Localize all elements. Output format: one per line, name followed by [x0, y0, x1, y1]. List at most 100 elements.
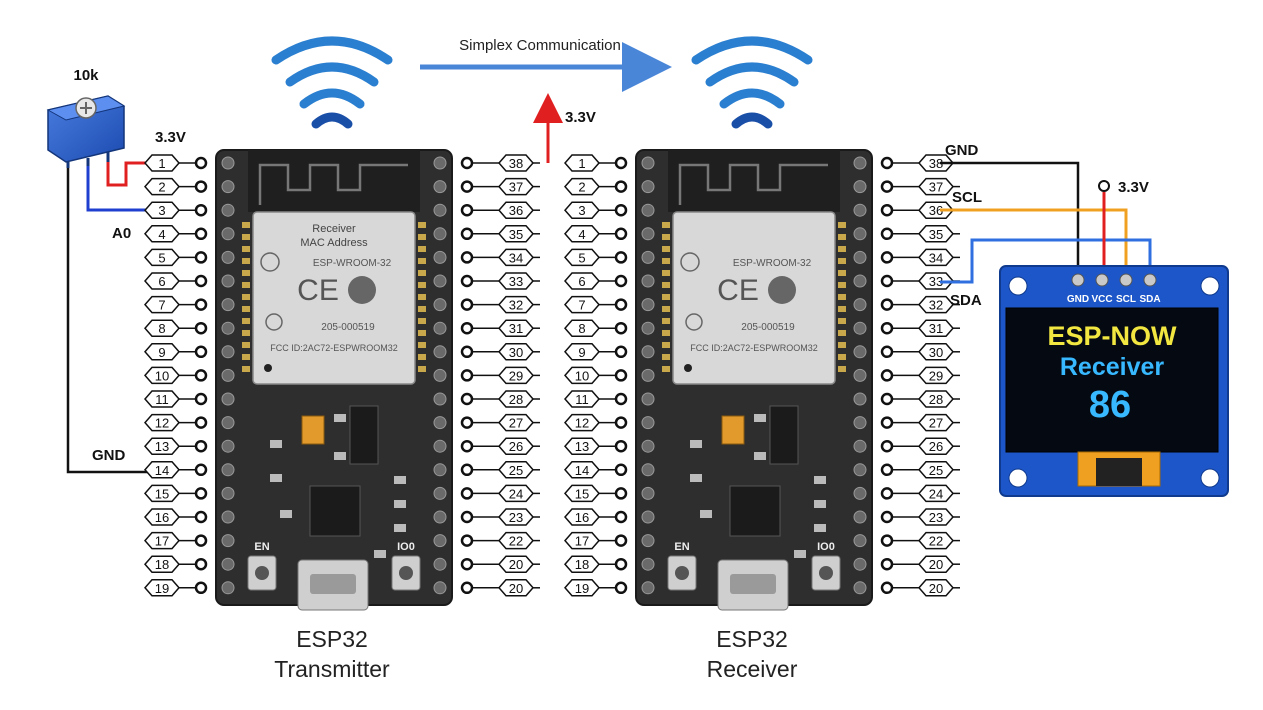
rx-btn-io0-label: IO0	[817, 541, 835, 553]
rx-left-pin-label: 2	[578, 180, 585, 195]
tx-title-line1: ESP32	[296, 626, 368, 652]
tx-wifi-logo-icon	[260, 252, 280, 272]
rx-right-pin-label: 38	[929, 156, 943, 171]
simplex-arrow: Simplex Communication	[420, 37, 672, 92]
oled-vcc-label: 3.3V	[1118, 179, 1149, 196]
pot-wires	[66, 161, 148, 474]
oled-line-2: Receiver	[1060, 353, 1165, 381]
oled-line-3: 86	[1089, 384, 1131, 426]
tx-left-pin-label: 2	[158, 180, 165, 195]
tx-right-pin-label: 28	[509, 392, 523, 407]
rx-left-pin-label: 13	[575, 439, 589, 454]
rx-vcc-label: 3.3V	[565, 109, 596, 126]
tx-module-shield	[252, 211, 416, 385]
tx-usb-chip	[309, 485, 361, 537]
rx-right-pin-label: 27	[929, 416, 943, 431]
rx-right-pin-label: 37	[929, 180, 943, 195]
oled-display: GND VCC SCL SDA ESP-NOW Receiver 86	[999, 265, 1229, 497]
rx-left-pin-label: 6	[578, 274, 585, 289]
tx-left-pin-label: 14	[155, 463, 169, 478]
oled-pin-vcc: VCC	[1091, 294, 1112, 305]
tx-left-pin-label: 10	[155, 368, 169, 383]
oled-pin-sda: SDA	[1139, 294, 1160, 305]
rx-usb-chip	[729, 485, 781, 537]
rx-antenna	[668, 150, 840, 212]
wifi-icon-receiver	[691, 36, 813, 129]
rx-right-pin-label: 29	[929, 368, 943, 383]
wifi-icon-transmitter	[271, 36, 393, 129]
tx-left-pin-label: 1	[158, 156, 165, 171]
tx-right-pin-label: 37	[509, 180, 523, 195]
tx-a0-label: A0	[112, 225, 131, 242]
rx-left-pin-label: 5	[578, 250, 585, 265]
tx-module-line-2: MAC Address	[300, 237, 368, 249]
tx-right-pin-label: 27	[509, 416, 523, 431]
rx-left-pin-label: 19	[575, 581, 589, 596]
rx-espressif-logo-icon	[768, 276, 796, 304]
oled-pin-gnd: GND	[1067, 294, 1089, 305]
rx-right-pin-label: 36	[929, 203, 943, 218]
rx-left-pin-label: 3	[578, 203, 585, 218]
oled-gnd-label: GND	[945, 142, 979, 159]
tx-left-pin-label: 15	[155, 486, 169, 501]
tx-vcc-label: 3.3V	[155, 129, 186, 146]
tx-left-pin-label: 16	[155, 510, 169, 525]
tx-right-pin-label: 22	[509, 534, 523, 549]
tx-module-model: ESP-WROOM-32	[313, 258, 392, 269]
tx-right-pin-label: 36	[509, 203, 523, 218]
tx-left-pin-label: 7	[158, 298, 165, 313]
tx-left-pin-label: 11	[155, 392, 169, 407]
rx-right-pin-label: 20	[929, 581, 943, 596]
tx-left-pin-label: 8	[158, 321, 165, 336]
rx-module-id: 205-000519	[741, 322, 795, 333]
rx-regulator	[769, 405, 799, 465]
tx-right-pin-label: 20	[509, 581, 523, 596]
tx-ce-mark-icon: CE	[297, 274, 339, 307]
comm-label: Simplex Communication	[459, 37, 621, 54]
tx-capacitor	[301, 415, 325, 445]
rx-left-pin-label: 18	[575, 557, 589, 572]
rx-right-pin-label: 22	[929, 534, 943, 549]
tx-right-pin-label: 23	[509, 510, 523, 525]
tx-right-pin-label: 35	[509, 227, 523, 242]
rx-title-line1: ESP32	[716, 626, 788, 652]
rx-left-pin-label: 12	[575, 416, 589, 431]
rx-right-pin-label: 34	[929, 250, 943, 265]
rx-left-pin-label: 14	[575, 463, 589, 478]
rx-right-pin-label: 30	[929, 345, 943, 360]
rx-right-pin-label: 28	[929, 392, 943, 407]
rx-right-pin-label: 35	[929, 227, 943, 242]
tx-right-pin-label: 31	[509, 321, 523, 336]
tx-title-line2: Transmitter	[274, 656, 390, 682]
tx-left-pin-label: 4	[158, 227, 165, 242]
rx-right-pin-label: 31	[929, 321, 943, 336]
rx-left-pin-label: 15	[575, 486, 589, 501]
rx-right-pin-label: 32	[929, 298, 943, 313]
oled-wires	[940, 161, 1152, 284]
rx-left-pin-label: 4	[578, 227, 585, 242]
rx-module-fcc: FCC ID:2AC72-ESPWROOM32	[690, 343, 818, 353]
tx-right-pin-label: 26	[509, 439, 523, 454]
rx-right-pin-label: 33	[929, 274, 943, 289]
tx-left-pin-label: 9	[158, 345, 165, 360]
tx-left-pin-label: 5	[158, 250, 165, 265]
pot-value-label: 10k	[73, 67, 99, 84]
tx-regulator	[349, 405, 379, 465]
tx-btn-en-label: EN	[254, 541, 269, 553]
rx-right-pin-label: 25	[929, 463, 943, 478]
tx-right-pin-label: 32	[509, 298, 523, 313]
tx-module-line-1: Receiver	[312, 223, 356, 235]
rx-right-pin-label: 26	[929, 439, 943, 454]
tx-antenna	[248, 150, 420, 212]
tx-right-pin-label: 25	[509, 463, 523, 478]
tx-left-pin-label: 12	[155, 416, 169, 431]
tx-right-pin-label: 33	[509, 274, 523, 289]
tx-espressif-logo-icon	[348, 276, 376, 304]
oled-scl-label: SCL	[952, 189, 982, 206]
tx-right-pin-label: 30	[509, 345, 523, 360]
rx-right-pin-label: 23	[929, 510, 943, 525]
rx-left-pin-label: 9	[578, 345, 585, 360]
rx-left-pin-label: 7	[578, 298, 585, 313]
tx-module-fcc: FCC ID:2AC72-ESPWROOM32	[270, 343, 398, 353]
tx-right-pin-label: 38	[509, 156, 523, 171]
